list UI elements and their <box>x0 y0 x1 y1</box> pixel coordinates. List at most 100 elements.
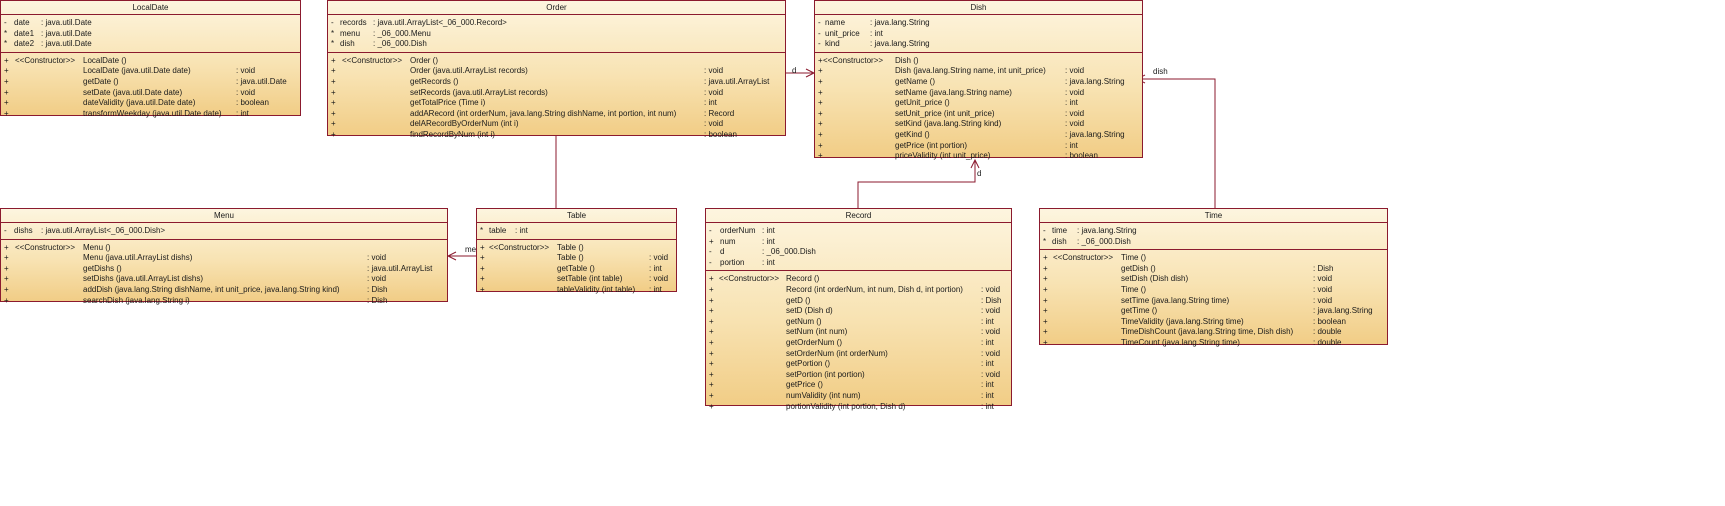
attribute-row: *dish: _06_000.Dish <box>328 39 785 50</box>
visibility-marker: + <box>331 55 336 65</box>
operation-row: +getDate (): java.util.Date <box>1 77 300 88</box>
arrowhead-record-dish <box>970 158 980 169</box>
operation-row: +<<Constructor>>Dish () <box>815 56 1142 67</box>
visibility-marker: + <box>818 66 823 76</box>
operation-row: +TimeDishCount (java.lang.String time, D… <box>1040 327 1387 338</box>
operation-section: +<<Constructor>>Record () +Record (int o… <box>706 271 1011 414</box>
operation-row: +setOrderNum (int orderNum): void <box>706 349 1011 360</box>
operation-row: +getPrice (int portion): int <box>815 141 1142 152</box>
operation-signature: getOrderNum () <box>786 337 843 347</box>
attribute-section: -date: java.util.Date *date1: java.util.… <box>1 15 300 53</box>
operation-stereotype: <<Constructor>> <box>342 55 403 65</box>
class-time[interactable]: Time -time: java.lang.String *dish: _06_… <box>1039 208 1388 347</box>
operation-signature: findRecordByNum (int i) <box>410 129 495 139</box>
operation-return: : int <box>981 316 994 326</box>
visibility-marker: - <box>1043 226 1046 235</box>
operation-return: : void <box>981 369 1001 379</box>
visibility-marker: + <box>1043 274 1048 284</box>
operation-signature: getDish () <box>1121 263 1156 273</box>
operation-row: +portionValidity (int portion, Dish d): … <box>706 402 1011 413</box>
attribute-name: dish <box>1052 236 1067 246</box>
operation-return: : int <box>981 390 994 400</box>
attribute-name: d <box>720 247 725 257</box>
visibility-marker: + <box>709 236 714 246</box>
visibility-marker: + <box>1043 337 1048 347</box>
operation-row: +Table (): void <box>477 253 676 264</box>
operation-row: +setTable (int table): void <box>477 274 676 285</box>
operation-signature: Menu () <box>83 242 111 252</box>
visibility-marker: + <box>4 66 9 76</box>
operation-signature: setDate (java.util.Date date) <box>83 87 183 97</box>
operation-signature: Table () <box>557 242 584 252</box>
operation-row: +priceValidity (int unit_price): boolean <box>815 151 1142 162</box>
operation-stereotype: <<Constructor>> <box>15 55 76 65</box>
operation-signature: Table () <box>557 253 584 263</box>
visibility-marker: + <box>4 108 9 118</box>
visibility-marker: + <box>818 98 823 108</box>
attribute-section: -name: java.lang.String -unit_price: int… <box>815 15 1142 53</box>
operation-stereotype: <<Constructor>> <box>489 242 550 252</box>
visibility-marker: + <box>709 369 714 379</box>
attribute-row: -d: _06_000.Dish <box>706 247 1011 258</box>
attribute-row: -date: java.util.Date <box>1 18 300 29</box>
operation-return: : void <box>367 253 387 263</box>
visibility-marker: + <box>709 274 714 284</box>
operation-signature: getTotalPrice (Time i) <box>410 98 486 108</box>
attribute-name: menu <box>340 28 361 38</box>
association-time-dish <box>1137 78 1216 208</box>
attribute-type: : _06_000.Menu <box>373 28 431 38</box>
visibility-marker: + <box>709 284 714 294</box>
class-table[interactable]: Table *table: int +<<Constructor>>Table … <box>476 208 677 294</box>
operation-return: : void <box>1065 66 1085 76</box>
operation-signature: Time () <box>1121 253 1147 263</box>
operation-signature: getPrice (int portion) <box>895 140 968 150</box>
visibility-marker: + <box>709 337 714 347</box>
operation-return: : void <box>1065 108 1085 118</box>
class-dish[interactable]: Dish -name: java.lang.String -unit_price… <box>814 0 1143 160</box>
operation-signature: getPortion () <box>786 359 831 369</box>
visibility-marker: + <box>480 274 485 284</box>
attribute-row: +num: int <box>706 237 1011 248</box>
visibility-marker: * <box>480 226 484 235</box>
visibility-marker: + <box>4 295 9 305</box>
class-menu[interactable]: Menu -dishs: java.util.ArrayList<_06_000… <box>0 208 448 305</box>
class-title: Order <box>328 1 785 15</box>
operation-signature: setName (java.lang.String name) <box>895 87 1012 97</box>
operation-signature: dateValidity (java.util.Date date) <box>83 98 196 108</box>
attribute-type: : java.util.Date <box>41 18 92 27</box>
operation-row: +TimeValidity (java.lang.String time): b… <box>1040 317 1387 328</box>
visibility-marker: + <box>1043 327 1048 337</box>
operation-signature: tableValidity (int table) <box>557 284 636 294</box>
operation-return: : java.lang.String <box>1313 306 1373 316</box>
visibility-marker: + <box>1043 253 1048 263</box>
operation-section: +<<Constructor>>Dish () +Dish (java.lang… <box>815 53 1142 164</box>
operation-return: : Dish <box>367 295 388 305</box>
operation-return: : int <box>236 108 249 118</box>
operation-signature: Dish () <box>895 55 919 65</box>
operation-signature: Order () <box>410 55 438 65</box>
visibility-marker: + <box>818 55 823 65</box>
operation-row: +delARecordByOrderNum (int i): void <box>328 119 785 130</box>
visibility-marker: - <box>4 18 7 27</box>
operation-signature: portionValidity (int portion, Dish d) <box>786 401 906 411</box>
operation-row: +setKind (java.lang.String kind): void <box>815 119 1142 130</box>
operation-return: : int <box>1065 98 1078 108</box>
class-title: Time <box>1040 209 1387 223</box>
association-record-dish <box>857 160 976 208</box>
class-record[interactable]: Record -orderNum: int +num: int -d: _06_… <box>705 208 1012 411</box>
class-localdate[interactable]: LocalDate -date: java.util.Date *date1: … <box>0 0 301 118</box>
class-order[interactable]: Order -records: java.util.ArrayList<_06_… <box>327 0 786 139</box>
visibility-marker: + <box>4 242 9 252</box>
operation-signature: TimeValidity (java.lang.String time) <box>1121 316 1244 326</box>
attribute-type: : int <box>515 226 528 235</box>
attribute-name: name <box>825 18 846 27</box>
attribute-row: *date1: java.util.Date <box>1 29 300 40</box>
operation-row: +setDishs (java.util.ArrayList dishs): v… <box>1 274 447 285</box>
operation-return: : void <box>704 87 724 97</box>
operation-row: +addARecord (int orderNum, java.lang.Str… <box>328 109 785 120</box>
visibility-marker: - <box>4 226 7 235</box>
visibility-marker: + <box>709 316 714 326</box>
operation-return: : void <box>1313 284 1333 294</box>
operation-signature: Time () <box>1121 284 1147 294</box>
attribute-type: : java.lang.String <box>870 39 930 49</box>
